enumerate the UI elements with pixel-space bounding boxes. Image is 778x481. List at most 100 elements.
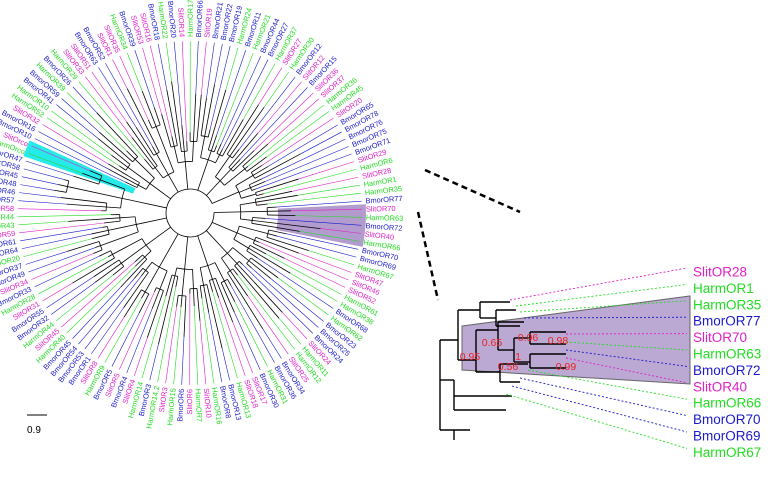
tree-branch	[206, 180, 221, 196]
tree-branch	[248, 247, 291, 274]
leader-line	[157, 43, 168, 90]
leader-line	[286, 233, 359, 250]
tree-branch	[216, 143, 222, 154]
tip-label: SlitOR40	[364, 229, 394, 241]
tree-branch	[226, 104, 259, 155]
tree-branch	[252, 237, 257, 244]
tree-branch	[215, 155, 231, 178]
tree-branch	[210, 135, 217, 151]
tree-branch	[132, 156, 138, 163]
tree-branch	[183, 151, 186, 162]
tree-branch	[148, 119, 153, 129]
leader-line	[51, 110, 112, 156]
leader-line	[66, 92, 127, 152]
leader-line	[78, 81, 145, 160]
inset-tip-label: SlitOR40	[693, 379, 747, 394]
tree-branch	[255, 236, 299, 254]
leader-line	[157, 287, 177, 382]
tree-branch	[197, 235, 209, 266]
tree-branch	[89, 170, 103, 177]
leader-line	[193, 306, 199, 385]
leader-line	[19, 192, 61, 198]
tree-branch	[246, 263, 252, 269]
leader-line	[237, 275, 295, 350]
tree-branch	[67, 241, 100, 252]
tip-label: HarmOR7	[193, 389, 203, 423]
leader-line	[31, 253, 94, 280]
leader-line	[278, 318, 302, 345]
tree-branch	[215, 154, 221, 164]
tree-branch	[141, 289, 150, 295]
inset-leader-line	[515, 283, 688, 307]
tree-branch	[127, 166, 151, 184]
tree-branch	[251, 222, 300, 232]
tree-branch	[267, 210, 292, 212]
tree-branch	[244, 165, 249, 170]
leader-line	[261, 117, 334, 166]
tree-branch	[151, 124, 161, 129]
circular-tree-tip-labels: SlitOR28HarmOR1HarmOR35BmorOR77SlitOR70H…	[0, 0, 403, 429]
inset-leader-line	[511, 385, 688, 433]
tree-branch	[229, 270, 249, 297]
tree-branch	[267, 206, 277, 209]
inset-tip-label: HarmOR1	[693, 281, 754, 296]
leader-line	[290, 208, 362, 212]
tree-branch	[146, 290, 164, 338]
inset-leader-line	[565, 349, 688, 367]
leader-line	[19, 222, 105, 234]
tree-branch	[236, 232, 255, 241]
tree-branch	[223, 280, 236, 302]
tree-branch	[184, 161, 189, 190]
tree-branch	[209, 277, 216, 281]
tree-branch	[156, 153, 169, 175]
tree-branch	[138, 293, 150, 314]
inset-tip-label: HarmOR35	[693, 297, 761, 312]
tree-branch	[256, 203, 268, 206]
tree-branch	[200, 157, 216, 164]
tree-branch	[215, 176, 225, 186]
tree-branch	[171, 81, 182, 152]
inset-tip-label: BmorOR69	[693, 429, 761, 444]
leader-line	[247, 295, 289, 355]
tree-branch	[240, 201, 256, 206]
tree-branch	[93, 259, 120, 277]
tip-label: SlitOR59	[0, 229, 16, 241]
tip-label: BmorOR46	[0, 183, 16, 196]
tip-label: HarmOR35	[364, 184, 402, 197]
tree-branch	[232, 149, 240, 159]
tip-label: HarmOR63	[366, 213, 404, 223]
tree-branch	[95, 245, 101, 248]
tree-branch	[112, 238, 143, 255]
leader-line	[290, 272, 338, 302]
leader-line	[46, 117, 120, 167]
tree-branch	[184, 236, 189, 270]
tree-branch	[73, 175, 99, 185]
tree-branch	[255, 178, 299, 193]
tip-label: BmorOR20	[166, 1, 178, 39]
tree-branch	[250, 257, 279, 279]
leader-line	[270, 278, 324, 322]
tip-label: BmorOR66	[194, 0, 205, 37]
tree-branch	[206, 230, 228, 254]
tree-branch	[200, 262, 216, 268]
tree-branch	[54, 189, 67, 193]
inset-tip-label: HarmOR63	[693, 347, 761, 362]
tree-branch	[134, 254, 143, 262]
cyan-highlight-sector	[23, 140, 136, 194]
leader-line	[277, 277, 329, 316]
leader-line	[212, 291, 238, 379]
tree-branch	[214, 262, 225, 282]
inset-tree-tip-labels: SlitOR28HarmOR1HarmOR35BmorOR77SlitOR70H…	[693, 265, 761, 460]
leader-line	[134, 49, 155, 108]
leader-line	[267, 192, 361, 205]
inset-leader-line	[505, 393, 688, 449]
leader-line	[253, 92, 314, 151]
tree-branch	[227, 272, 264, 330]
tree-branch	[123, 289, 142, 318]
leader-line	[50, 282, 96, 315]
tree-branch	[200, 97, 207, 136]
leader-line	[255, 153, 352, 190]
tree-branch	[252, 220, 321, 229]
inset-leader-line	[527, 369, 688, 400]
tree-branch	[141, 291, 146, 299]
